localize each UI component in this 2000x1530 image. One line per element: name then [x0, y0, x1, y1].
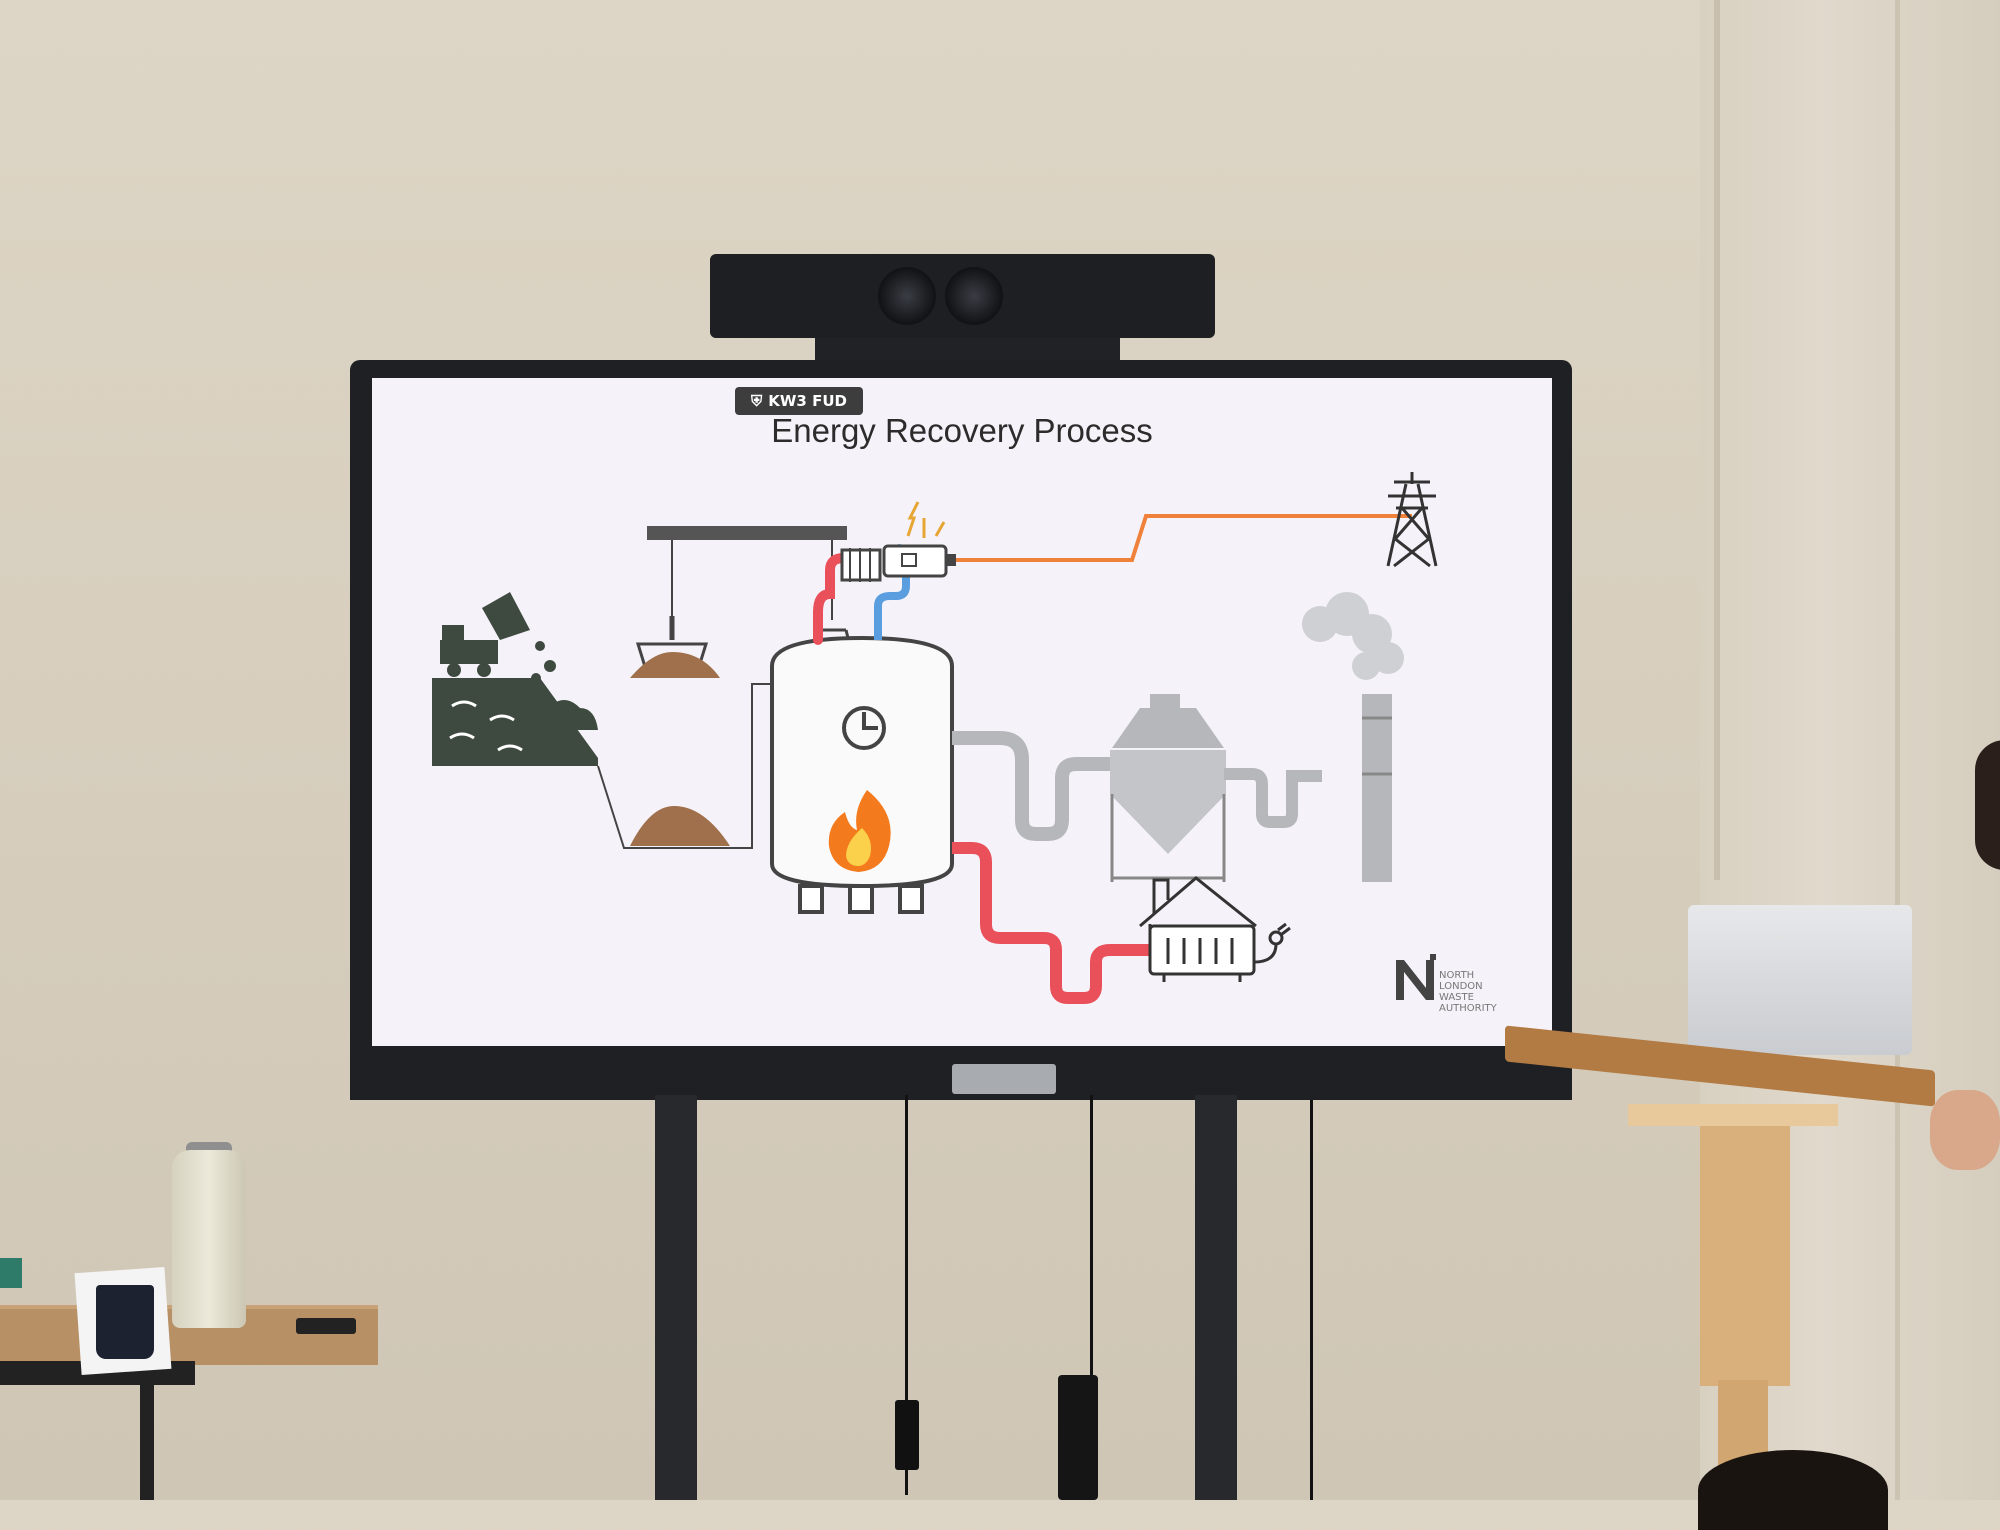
- chimney-icon: [1302, 592, 1404, 882]
- slide-title: Energy Recovery Process: [771, 412, 1153, 449]
- table-leg: [140, 1385, 154, 1500]
- flame-icon: [828, 790, 891, 872]
- slide-badge: ⛨ KW3 FUD: [735, 387, 863, 415]
- filter-icon: [1110, 694, 1226, 882]
- tv-control-module[interactable]: [952, 1064, 1056, 1094]
- power-adapter: [895, 1400, 919, 1470]
- turbine-icon: [840, 544, 956, 582]
- slide-badge-text: KW3 FUD: [768, 392, 847, 410]
- audience-head: [1698, 1450, 1888, 1530]
- lightning-icon: [906, 501, 946, 538]
- energy-recovery-diagram: [432, 472, 1438, 1004]
- cable: [1310, 1100, 1313, 1500]
- pylon-icon: [1386, 472, 1438, 568]
- bin-icon: [96, 1285, 154, 1359]
- logo-mark-icon: [1396, 954, 1436, 1000]
- phone: [296, 1318, 356, 1334]
- tv-stand-leg-right: [1195, 1095, 1237, 1500]
- conference-camera: [710, 254, 1215, 338]
- door-frame: [1714, 0, 1720, 880]
- logo-line-4: AUTHORITY: [1439, 1003, 1497, 1014]
- camera-lens-icon: [945, 267, 1003, 325]
- presenter-hand: [1930, 1090, 2000, 1170]
- crane-icon: [630, 526, 854, 678]
- camera-icon: [878, 267, 936, 325]
- logo-text: NORTH LONDON WASTE AUTHORITY: [1439, 970, 1497, 1014]
- lectern-post: [1700, 1126, 1790, 1386]
- plug-icon: [1253, 922, 1291, 964]
- tv-stand-leg-left: [655, 1095, 697, 1500]
- box-item: [0, 1258, 22, 1288]
- cable: [905, 1095, 908, 1495]
- lectern-rail: [1628, 1104, 1838, 1126]
- slide-screen: ⛨ KW3 FUD Energy Recovery Process: [372, 378, 1552, 1046]
- radiator-icon: [1148, 924, 1256, 982]
- water-bottle: [172, 1150, 246, 1328]
- truck-icon: [432, 592, 598, 766]
- shield-icon: ⛨: [751, 392, 763, 410]
- logo-line-1: NORTH: [1439, 970, 1475, 981]
- cable: [1090, 1095, 1093, 1375]
- laptop[interactable]: [1688, 905, 1912, 1055]
- logo-line-3: WASTE: [1439, 992, 1474, 1003]
- presenter-head: [1975, 740, 2000, 870]
- power-brick: [1058, 1375, 1098, 1500]
- door-frame-edge: [1895, 0, 1900, 1500]
- waste-pile: [630, 806, 730, 846]
- logo-line-2: LONDON: [1439, 981, 1483, 992]
